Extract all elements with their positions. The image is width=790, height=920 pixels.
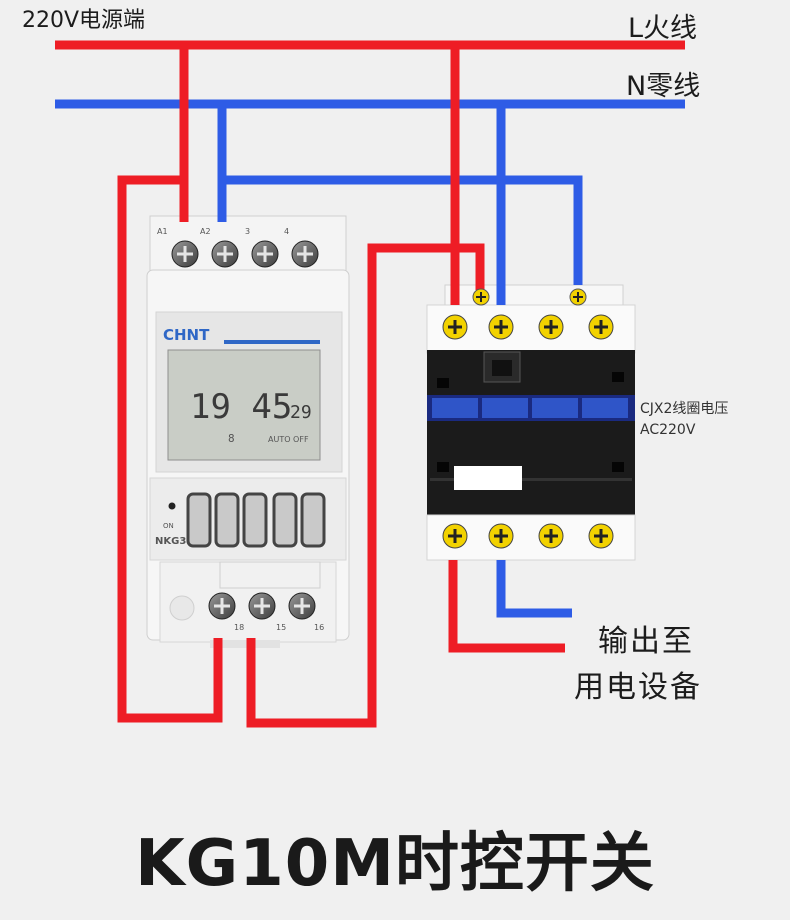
lcd-mode: AUTO OFF	[268, 435, 309, 444]
live-wiring	[55, 40, 685, 728]
timer-button-1[interactable]	[186, 492, 212, 548]
timer-bottom-terminals: 18 15 16	[208, 592, 324, 632]
terminal-label-15: 15	[276, 623, 286, 632]
lcd-time: 19 45	[190, 387, 292, 427]
output-label-line2: 用电设备	[574, 670, 702, 705]
model-label: NKG3	[155, 536, 186, 547]
lcd-seconds: 29	[290, 402, 312, 423]
neutral-wiring	[55, 99, 685, 618]
screw-icon[interactable]	[171, 240, 199, 268]
screw-icon[interactable]	[251, 240, 279, 268]
timer-button-4[interactable]	[272, 492, 298, 548]
screw-icon[interactable]	[208, 592, 236, 620]
timer-button-5[interactable]	[300, 492, 326, 548]
timer-switch	[146, 215, 350, 648]
contactor-top-terminals	[442, 314, 614, 340]
lcd-screen	[167, 349, 321, 461]
terminal-screw-icon[interactable]	[442, 523, 468, 549]
coil-screw-icon[interactable]	[569, 288, 587, 306]
terminal-screw-icon[interactable]	[442, 314, 468, 340]
page-title: KG10M时控开关	[135, 827, 655, 901]
terminal-screw-icon[interactable]	[538, 523, 564, 549]
coil-voltage-value: AC220V	[640, 422, 696, 438]
terminal-screw-icon[interactable]	[488, 314, 514, 340]
terminal-screw-icon[interactable]	[588, 314, 614, 340]
timer-top-terminals: A1 A2 3 4	[157, 227, 319, 268]
terminal-label-a1: A1	[157, 227, 168, 236]
terminal-label-3: 3	[245, 227, 250, 236]
neutral-wire-label: N零线	[626, 71, 701, 102]
timer-button-2[interactable]	[214, 492, 240, 548]
terminal-screw-icon[interactable]	[488, 523, 514, 549]
output-label-line1: 输出至	[598, 624, 694, 659]
power-source-label: 220V电源端	[22, 8, 146, 33]
terminal-label-a2: A2	[200, 227, 211, 236]
contactor-label-plate	[454, 466, 522, 490]
coil-screw-icon[interactable]	[472, 288, 490, 306]
lcd-day: 8	[228, 432, 235, 445]
screw-icon[interactable]	[291, 240, 319, 268]
terminal-label-4: 4	[284, 227, 289, 236]
terminal-label-16: 16	[314, 623, 324, 632]
contactor-coil-terminals	[472, 288, 587, 306]
brand-logo: CHNT	[163, 326, 210, 344]
coil-voltage-label: CJX2线圈电压	[640, 401, 729, 417]
screw-icon[interactable]	[211, 240, 239, 268]
terminal-screw-icon[interactable]	[538, 314, 564, 340]
terminal-label-18: 18	[234, 623, 244, 632]
contactor	[426, 284, 636, 561]
led-label: ON	[163, 522, 174, 530]
status-led	[168, 502, 176, 510]
timer-button-3[interactable]	[242, 492, 268, 548]
screw-icon[interactable]	[288, 592, 316, 620]
terminal-screw-icon[interactable]	[588, 523, 614, 549]
live-wire-label: L火线	[628, 13, 698, 44]
contactor-bottom-terminals	[442, 523, 614, 549]
screw-icon[interactable]	[248, 592, 276, 620]
